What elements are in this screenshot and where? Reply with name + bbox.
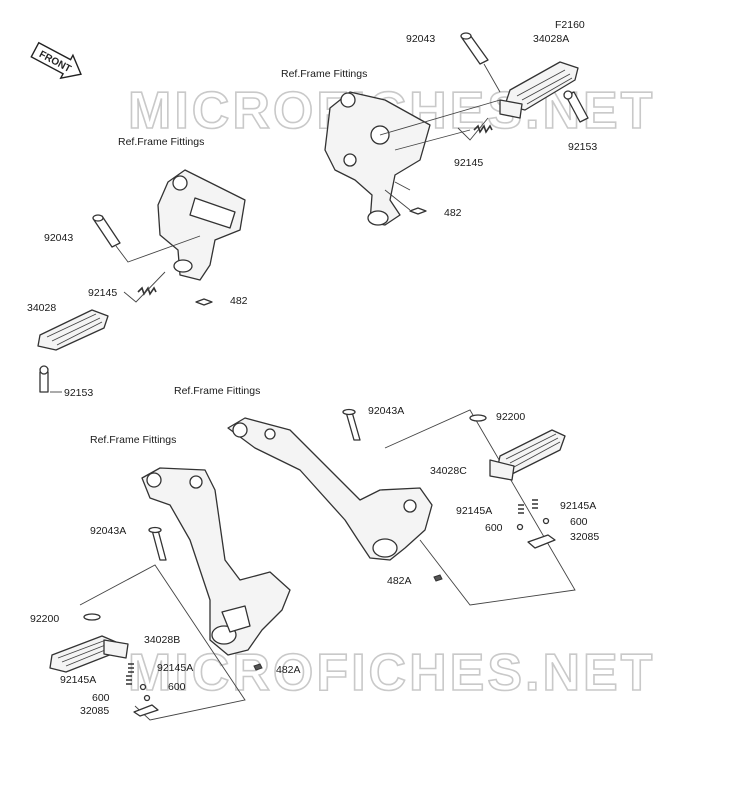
exploded-view-outline-left [79,564,246,721]
label-600-left-left: 600 [92,692,110,704]
label-92043a-right: 92043A [368,405,404,417]
bolt-92043a-left [148,526,167,561]
plate-32085-left [133,704,159,717]
label-92043-top: 92043 [406,33,435,45]
label-92200-left: 92200 [30,613,59,625]
washer-92200-left [83,613,101,621]
clip-482a-right [433,574,443,582]
label-92145a-left-left: 92145A [60,674,96,686]
label-482-top: 482 [444,207,462,219]
bracket-hole [343,153,357,167]
exploded-view-outline [384,409,576,606]
label-600-right-right: 600 [570,516,588,528]
label-34028a: 34028A [533,33,569,45]
pin-92043-top [460,32,489,65]
spring-92145a-left-1 [128,663,134,673]
label-ref-frame-right: Ref.Frame Fittings [174,385,260,397]
bracket-hole [340,92,356,108]
label-482-left: 482 [230,295,248,307]
bolt-92153-left [39,365,49,393]
leader [384,181,411,211]
footpeg-34028c [489,429,566,481]
label-92145a-right-left: 92145A [456,505,492,517]
ball-600-right-1 [516,523,524,531]
bracket-top-left [157,169,246,281]
label-92145-left: 92145 [88,287,117,299]
label-32085-left: 32085 [80,705,109,717]
clip-482-left [195,298,213,306]
bracket-hole [403,499,417,513]
bracket-bottom-right [227,417,433,561]
front-arrow-badge: FRONT [30,41,82,80]
bracket-foot [367,210,389,226]
spring-92145a-right-2 [532,499,538,509]
label-ref-frame-bottom-left: Ref.Frame Fittings [90,434,176,446]
label-600-right-left: 600 [485,522,503,534]
label-34028: 34028 [27,302,56,314]
leader [483,63,501,93]
label-92043a-left: 92043A [90,525,126,537]
bracket-foot [173,259,193,273]
washer-92200-right [469,414,487,422]
pin-92043-left [92,214,121,248]
leader [457,117,489,141]
bracket-pivot [372,538,398,558]
label-34028b: 34028B [144,634,180,646]
label-92145-top: 92145 [454,157,483,169]
bracket-plate [189,197,236,229]
label-92200-right: 92200 [496,411,525,423]
bracket-hole [189,475,203,489]
spring-92145-left [137,286,157,296]
assembly-bottom-left [49,467,291,721]
bracket-hole [232,422,248,438]
label-92043-left: 92043 [44,232,73,244]
label-34028c: 34028C [430,465,467,477]
leader [379,99,501,151]
spring-92145a-right-1 [518,504,524,514]
assembly-top-right [324,32,589,226]
bracket-bottom-left [141,467,291,656]
ball-600-left-1 [139,683,147,691]
watermark-bottom: MICROFICHES.NET [128,644,655,702]
clip-482-top [409,207,427,215]
label-482a-right: 482A [387,575,412,587]
label-600-left-right: 600 [168,681,186,693]
label-ref-frame-left: Ref.Frame Fittings [118,136,204,148]
diagram-code: F2160 [555,19,585,31]
bracket-hole [172,175,188,191]
footpeg-34028b [49,635,129,673]
assembly-bottom-right [227,408,576,606]
label-ref-frame-top: Ref.Frame Fittings [281,68,367,80]
label-92153-left: 92153 [64,387,93,399]
label-92145a-left-right: 92145A [157,662,193,674]
label-92153-top: 92153 [568,141,597,153]
label-32085-right: 32085 [570,531,599,543]
label-482a-left: 482A [276,664,301,676]
bolt-92043a-right [342,408,361,441]
footpeg-34028 [37,309,109,351]
label-92145a-right-right: 92145A [560,500,596,512]
bracket-hole [146,472,162,488]
ball-600-left-2 [143,694,151,702]
clip-482a-left [253,663,263,671]
bracket-hole [264,428,276,440]
spring-92145a-left-2 [126,675,132,685]
footpeg-34028a [499,61,579,119]
leader [115,235,201,263]
leader [123,271,166,303]
bracket-block [221,605,251,633]
plate-32085-right [527,534,556,549]
bracket-top-right [324,91,431,226]
assembly-top-left [37,169,246,393]
ball-600-right-2 [542,517,550,525]
bolt-92153-top [563,90,589,123]
front-arrow-icon [30,41,82,80]
spring-92145-top [473,124,493,134]
